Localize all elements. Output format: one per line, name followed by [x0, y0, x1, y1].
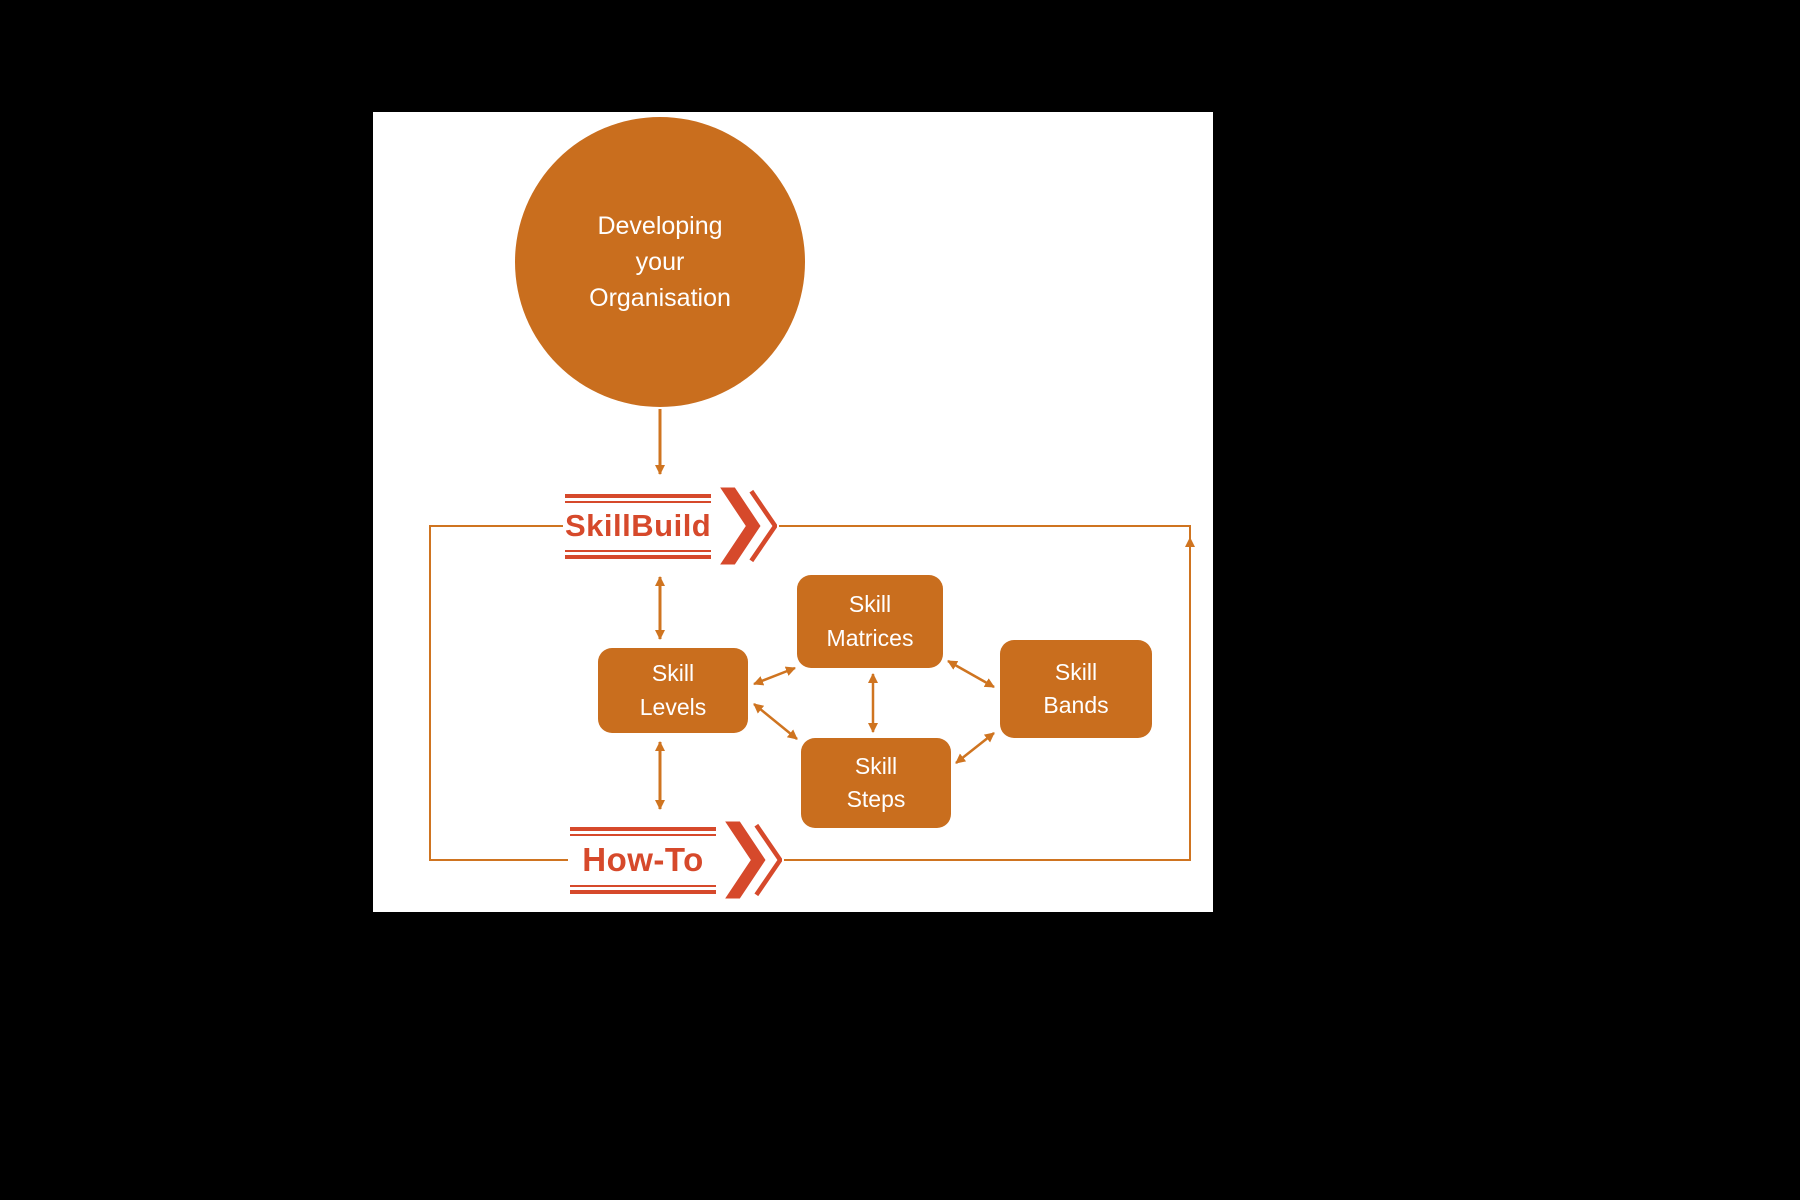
skill-bands-node: Skill Bands [1000, 640, 1152, 738]
logo-rule [565, 493, 712, 498]
logo-rule [565, 549, 712, 552]
logo-rule [570, 884, 716, 887]
diagram-canvas: Developing your Organisation SkillBuild … [373, 112, 1213, 912]
skill-steps-label: Skill Steps [846, 752, 906, 812]
skill-levels-label: Skill Levels [639, 660, 707, 720]
skillbuild-logo: SkillBuild [563, 484, 779, 568]
developing-organisation-label: Developing your Organisation [589, 211, 731, 313]
skill-levels-node: Skill Levels [598, 648, 748, 733]
logo-rule [570, 833, 716, 836]
skillbuild-chevron-icon [720, 487, 778, 565]
skill-bands-label: Skill Bands [1043, 658, 1109, 718]
howto-logo: How-To [568, 818, 784, 902]
skillbuild-logo-body: SkillBuild [565, 484, 712, 568]
logo-rule [570, 826, 716, 831]
skill-matrices-node: Skill Matrices [797, 575, 943, 668]
developing-organisation-node: Developing your Organisation [515, 117, 805, 407]
skill-matrices-label: Skill Matrices [826, 591, 914, 651]
skill-steps-node: Skill Steps [801, 738, 951, 828]
skillbuild-logo-label: SkillBuild [565, 507, 712, 543]
logo-rule [565, 554, 712, 559]
howto-logo-body: How-To [570, 818, 716, 902]
logo-rule [570, 889, 716, 894]
howto-logo-label: How-To [582, 840, 704, 878]
logo-rule [565, 500, 712, 503]
howto-chevron-icon [725, 821, 782, 899]
